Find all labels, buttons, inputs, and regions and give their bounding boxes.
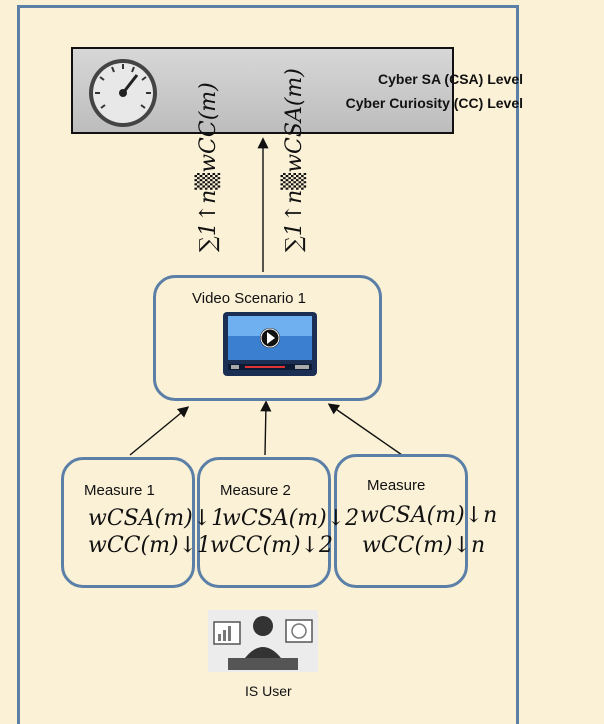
measure-box-n: Measure [334, 454, 468, 588]
csa-sum-formula: ∑1↑n▒wCSA(m) [282, 68, 307, 252]
measure-2-cc-formula: wCC(m)↓2 [210, 533, 333, 558]
measure-n-cc-formula: wCC(m)↓n [362, 533, 486, 558]
measure-label: Measure 2 [220, 482, 291, 499]
diagram-canvas: Cyber SA (CSA) Level Cyber Curiosity (CC… [17, 5, 523, 724]
measure-box-2: Measure 2 [197, 457, 331, 588]
video-scenario-box: Video Scenario 1 [153, 275, 382, 401]
measure-box-1: Measure 1 [61, 457, 195, 588]
video-scenario-title: Video Scenario 1 [192, 290, 306, 307]
measure-label: Measure 1 [84, 482, 155, 499]
measure-2-csa-formula: wCSA(m)↓2 [222, 506, 360, 531]
measure-1-cc-formula: wCC(m)↓1 [88, 533, 211, 558]
csa-level-label: Cyber SA (CSA) Level [378, 71, 523, 87]
cc-level-label: Cyber Curiosity (CC) Level [345, 95, 523, 111]
user-label: IS User [245, 683, 292, 699]
measure-label: Measure [367, 477, 426, 494]
gauge-icon [89, 59, 157, 127]
level-indicator-box: Cyber SA (CSA) Level Cyber Curiosity (CC… [71, 47, 523, 134]
video-player-icon [223, 312, 317, 376]
cc-sum-formula: ∑1↑n▒wCC(m) [196, 82, 221, 252]
measure-1-csa-formula: wCSA(m)↓1 [88, 506, 226, 531]
user-computer-icon [208, 610, 318, 672]
measure-n-csa-formula: wCSA(m)↓n [360, 503, 498, 528]
